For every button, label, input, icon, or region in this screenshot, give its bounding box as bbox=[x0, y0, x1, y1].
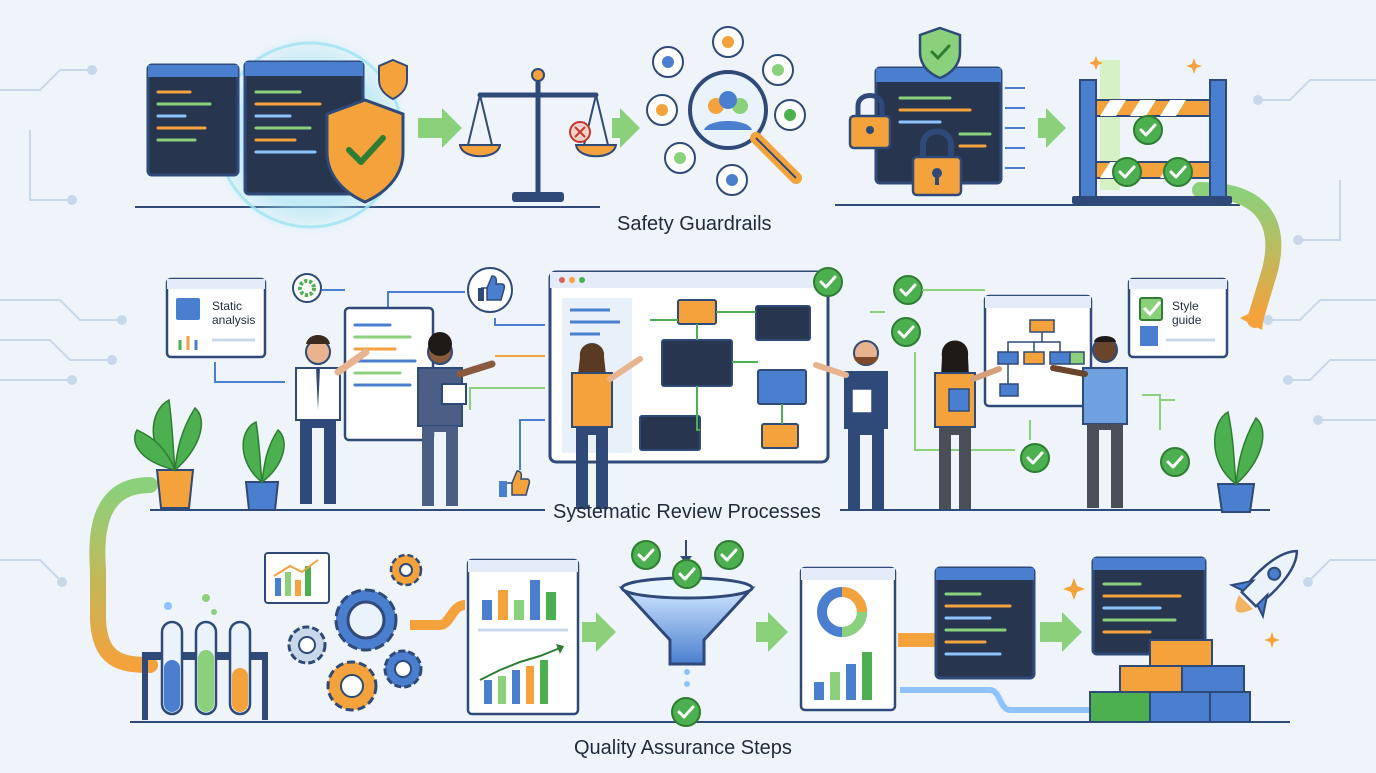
flow-connectors-right bbox=[870, 289, 1175, 451]
plant-pot-small bbox=[242, 420, 285, 511]
static-analysis-line2: analysis bbox=[212, 313, 256, 327]
deployed-code-window bbox=[1091, 556, 1207, 656]
pipe-return bbox=[900, 687, 1090, 713]
arrow-5 bbox=[756, 612, 788, 652]
gear-icon bbox=[326, 660, 378, 712]
padlock-icon bbox=[911, 128, 963, 197]
approved-code-window bbox=[934, 566, 1036, 680]
section-title-safety: Safety Guardrails bbox=[617, 213, 772, 235]
plant-pot-right bbox=[1214, 410, 1264, 513]
org-chart-board bbox=[983, 294, 1093, 408]
arrow-3 bbox=[1038, 108, 1066, 148]
checkmark-icon bbox=[1162, 156, 1194, 188]
magnifier-people-icon bbox=[646, 26, 806, 196]
person-presenter-center bbox=[571, 343, 643, 509]
results-dashboard bbox=[799, 566, 897, 712]
static-analysis-line1: Static bbox=[212, 299, 243, 313]
checkmark-icon bbox=[892, 274, 924, 306]
sparkle-icon bbox=[1063, 578, 1085, 600]
person-presenter-4 bbox=[934, 340, 1002, 509]
thumbs-up-icon bbox=[499, 470, 531, 497]
person-presenter-5 bbox=[1050, 336, 1128, 508]
gear-icon bbox=[383, 649, 423, 689]
style-guide-label: Style guide bbox=[1172, 299, 1201, 327]
sparkle-icon bbox=[1089, 56, 1103, 70]
mini-chart-card bbox=[264, 552, 330, 604]
gear-icon bbox=[389, 553, 423, 587]
code-review-board bbox=[343, 306, 435, 442]
pipe-arrowhead bbox=[1240, 305, 1266, 330]
style-guide-line1: Style bbox=[1172, 299, 1199, 313]
style-guide-line2: guide bbox=[1172, 313, 1202, 327]
checkmark-icon bbox=[1111, 156, 1143, 188]
checkmark-icon bbox=[630, 539, 662, 571]
scales-icon bbox=[458, 68, 618, 202]
rocket-icon bbox=[1228, 549, 1299, 620]
checkmark-icon bbox=[713, 539, 745, 571]
building-blocks bbox=[1089, 639, 1251, 723]
pipe-middle-to-bottom bbox=[89, 477, 158, 673]
checkmark-icon bbox=[812, 266, 844, 298]
checkmark-icon bbox=[890, 316, 922, 348]
sparkle-icon bbox=[1186, 58, 1202, 74]
pipe-gears-to-reports bbox=[410, 600, 466, 630]
person-presenter-2 bbox=[417, 332, 496, 506]
circuit-traces-left bbox=[0, 65, 127, 587]
padlock-icon bbox=[848, 93, 892, 150]
checkmark-icon bbox=[671, 558, 703, 590]
small-shield-icon bbox=[378, 58, 408, 101]
arrow-2 bbox=[612, 108, 640, 148]
shield-check-icon bbox=[325, 98, 405, 204]
gear-icon bbox=[287, 625, 327, 665]
section-title-review: Systematic Review Processes bbox=[553, 501, 821, 523]
circuit-traces-right bbox=[1253, 79, 1376, 587]
style-guide-card bbox=[1127, 277, 1229, 359]
checkmark-icon bbox=[1019, 442, 1051, 474]
person-presenter-3 bbox=[813, 340, 888, 509]
checkmark-icon bbox=[1159, 446, 1191, 478]
static-analysis-label: Static analysis bbox=[212, 299, 255, 327]
shield-icon-top bbox=[918, 26, 962, 80]
flow-connectors-left bbox=[214, 289, 545, 470]
test-tubes-icon bbox=[142, 594, 268, 720]
arrow-1 bbox=[418, 108, 462, 148]
plant-pot-left bbox=[134, 398, 203, 509]
gear-icon bbox=[334, 588, 398, 652]
arrow-4 bbox=[582, 612, 616, 652]
sparkle-icon bbox=[1264, 632, 1280, 648]
checkmark-icon bbox=[1132, 114, 1164, 146]
gear-icon bbox=[292, 273, 322, 303]
analytics-report bbox=[466, 558, 580, 716]
arrow-6 bbox=[1040, 612, 1082, 652]
section-title-qa: Quality Assurance Steps bbox=[574, 737, 792, 759]
static-analysis-card bbox=[165, 277, 267, 359]
checkmark-icon bbox=[670, 696, 702, 728]
person-presenter-1 bbox=[295, 335, 370, 504]
thumbs-up-icon bbox=[467, 267, 513, 313]
